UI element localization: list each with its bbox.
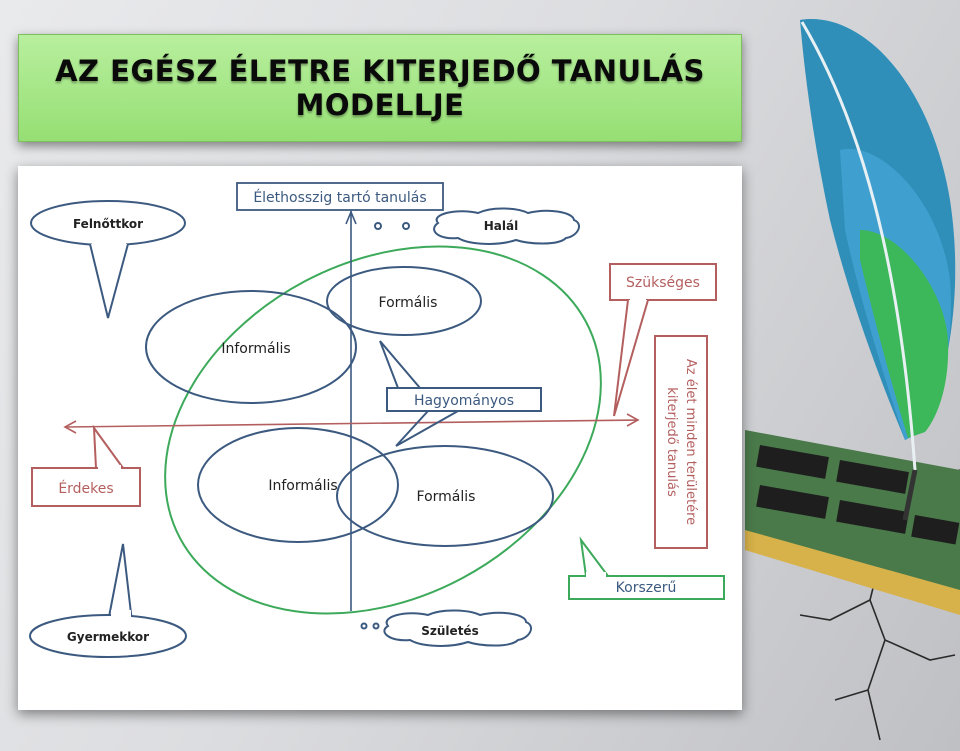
lifewide-ellipse (164, 245, 602, 615)
slide-title-line2: MODELLJE (295, 88, 465, 122)
callout-erdekes-label: Érdekes (58, 480, 113, 497)
vertical-text-group: Az élet minden területére kiterjedő tanu… (664, 359, 698, 525)
horizontal-axis-left-arrowhead (63, 420, 77, 434)
vertical-text-line1: Az élet minden területére (683, 359, 698, 525)
callout-felnottkor-tail (89, 243, 129, 319)
cloud-szuletes-label: Születés (421, 624, 478, 638)
bottom-formalis-ellipse (336, 445, 554, 547)
callout-felnottkor-mask (92, 238, 126, 246)
memory-module-icon (745, 430, 960, 615)
vertical-text-box (654, 335, 708, 549)
callout-gyermekkor-mask (111, 610, 131, 618)
lifelong-learning-diagram: Élethosszig tartó tanulás Halál Felnőttk… (29, 182, 725, 658)
top-informalis-label: Informális (221, 341, 290, 357)
hagyomanyos-box (386, 387, 542, 412)
bottom-formalis-label: Formális (417, 489, 476, 505)
callout-szukseges-label: Szükséges (626, 275, 700, 291)
top-dot-1 (374, 222, 382, 230)
callout-erdekes-box (31, 467, 141, 507)
hagyomanyos-label: Hagyományos (414, 393, 514, 409)
title-banner: AZ EGÉSZ ÉLETRE KITERJEDŐ TANULÁS MODELL… (18, 34, 742, 142)
callout-korszeru-mask (586, 572, 606, 578)
cloud-halal-label: Halál (484, 219, 518, 233)
vertical-text-line2: kiterjedő tanulás (664, 387, 679, 497)
callout-gyermekkor-tail (107, 543, 133, 623)
bottom-dot-1 (360, 622, 368, 630)
callout-gyermekkor (29, 614, 187, 658)
callout-korszeru-label: Korszerű (616, 580, 677, 596)
callout-felnottkor-label: Felnőttkor (73, 217, 143, 231)
top-formalis-label: Formális (379, 295, 438, 311)
callout-szukseges-mask (630, 296, 646, 302)
callout-erdekes-mask (98, 465, 121, 471)
hagyomanyos-connector-bottom (395, 410, 459, 447)
callout-szukseges-tail (613, 299, 649, 417)
cloud-szuletes (383, 609, 533, 647)
hagyomanyos-connector-top (379, 340, 421, 389)
callout-erdekes-tail (92, 424, 124, 469)
axis-label: Élethosszig tartó tanulás (253, 189, 426, 206)
feather-background-art (745, 19, 960, 741)
bottom-informalis-label: Informális (268, 478, 337, 494)
horizontal-axis-right-arrowhead (626, 413, 640, 427)
callout-gyermekkor-label: Gyermekkor (67, 630, 149, 644)
bottom-dot-2 (372, 622, 380, 630)
horizontal-axis (65, 419, 639, 428)
top-formalis-ellipse (326, 266, 482, 336)
callout-szukseges-box (609, 263, 717, 301)
callout-korszeru-tail (579, 536, 609, 577)
bottom-informalis-ellipse (197, 427, 399, 543)
callout-korszeru-box (568, 575, 725, 600)
axis-label-box (236, 182, 444, 211)
cloud-halal (433, 207, 581, 245)
feather-icon (800, 19, 956, 521)
slide-title-line1: AZ EGÉSZ ÉLETRE KITERJEDŐ TANULÁS (55, 54, 705, 88)
top-informalis-ellipse (145, 290, 357, 404)
diagram-card: Élethosszig tartó tanulás Halál Felnőttk… (18, 166, 742, 710)
top-dot-2 (402, 222, 410, 230)
vertical-axis-arrowhead (345, 209, 357, 225)
